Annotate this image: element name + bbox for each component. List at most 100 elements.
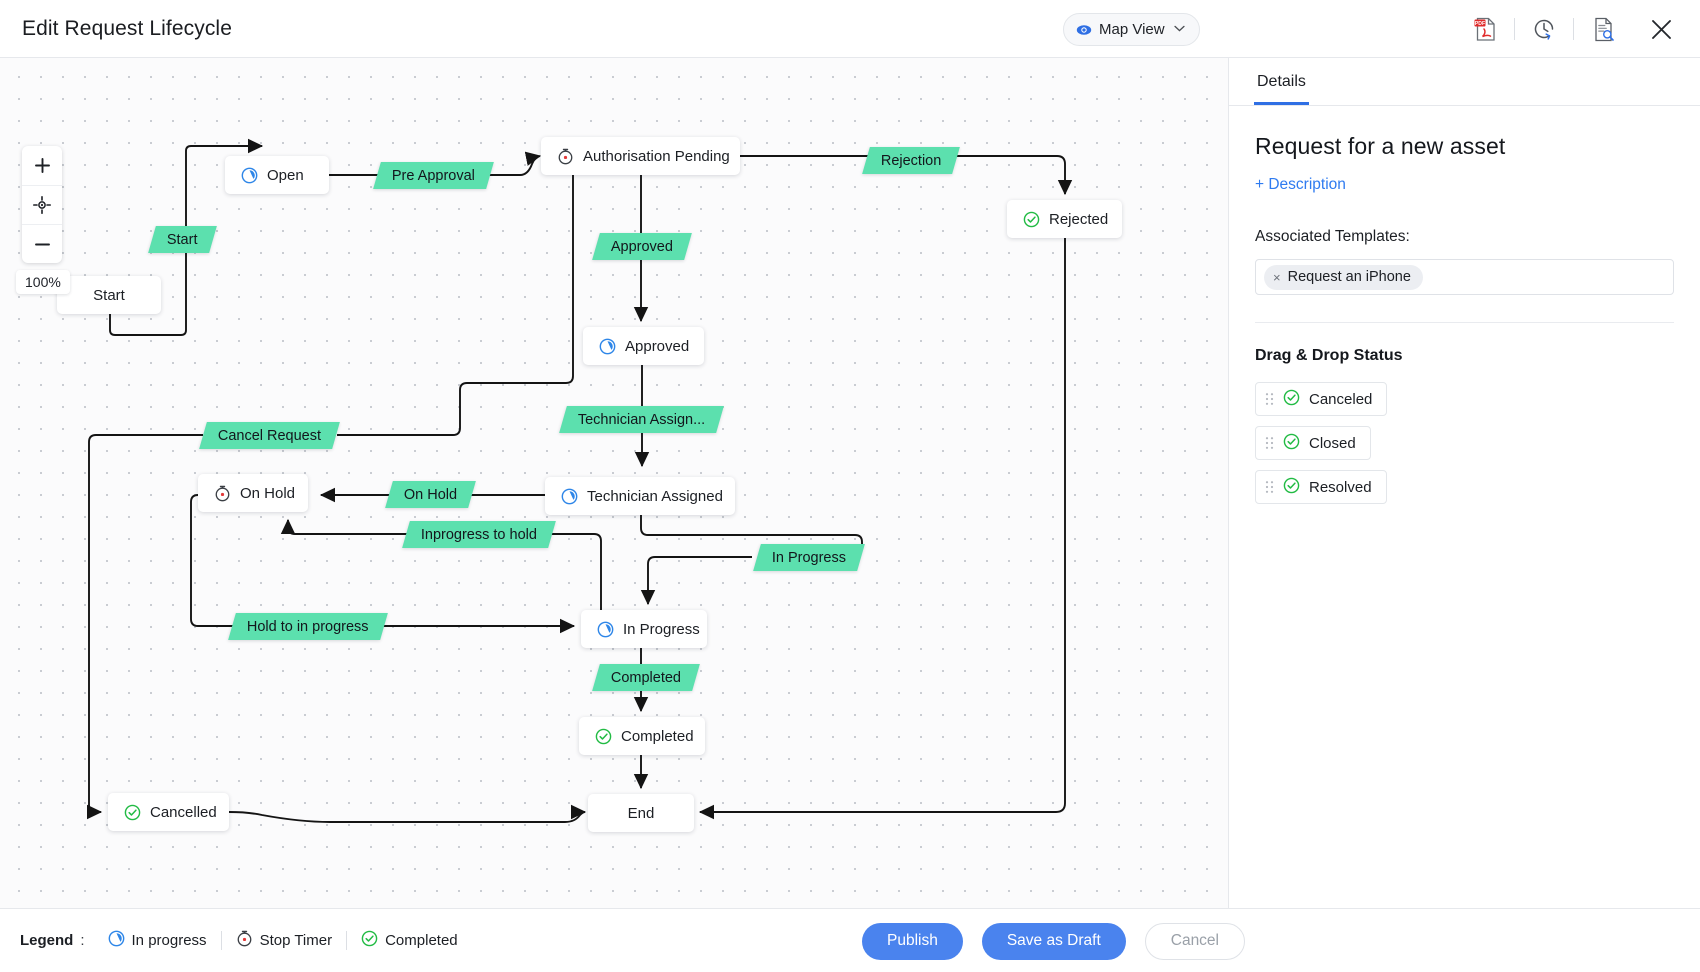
zoom-out-button[interactable] [22, 224, 62, 263]
lifecycle-canvas[interactable]: 100% [0, 58, 1229, 908]
completed-icon [1283, 477, 1300, 498]
map-view-label: Map View [1099, 21, 1165, 38]
publish-button[interactable]: Publish [862, 922, 963, 960]
transition-label: Pre Approval [392, 167, 476, 184]
completed-icon [124, 804, 141, 821]
node-label: Approved [625, 337, 690, 355]
node-label: In Progress [623, 620, 700, 638]
details-panel: Details Request for a new asset + Descri… [1229, 58, 1700, 908]
transition-on-hold[interactable]: On Hold [385, 481, 477, 508]
svg-text:PDF: PDF [1474, 21, 1484, 27]
list-item[interactable]: Resolved [1255, 470, 1387, 504]
associated-templates-label: Associated Templates: [1255, 228, 1410, 245]
legend-divider [220, 931, 222, 950]
in-progress-icon [241, 167, 258, 184]
completed-icon [1283, 433, 1300, 454]
node-start[interactable]: Start [57, 276, 161, 314]
transition-label: In Progress [772, 549, 847, 566]
history-icon[interactable] [1523, 8, 1565, 50]
transition-hold-to-in-progress[interactable]: Hold to in progress [228, 613, 388, 640]
export-pdf-icon[interactable]: PDF [1464, 8, 1506, 50]
transition-approved[interactable]: Approved [592, 233, 692, 260]
save-as-draft-button[interactable]: Save as Draft [981, 922, 1126, 960]
node-open[interactable]: Open [225, 156, 329, 194]
recenter-icon[interactable] [22, 185, 62, 224]
node-label: Technician Assigned [587, 487, 723, 505]
close-icon[interactable]: × [1273, 269, 1281, 285]
legend: Legend : In progress [20, 930, 472, 951]
list-item-label: Closed [1309, 434, 1356, 452]
in-progress-icon [561, 488, 578, 505]
node-label: End [627, 804, 655, 822]
list-item-label: Canceled [1309, 390, 1373, 408]
transition-technician-assigned[interactable]: Technician Assign... [559, 406, 725, 433]
drag-handle-icon[interactable] [1265, 436, 1274, 450]
list-item[interactable]: Canceled [1255, 382, 1388, 416]
transition-label: Technician Assign... [578, 411, 706, 428]
transition-in-progress[interactable]: In Progress [753, 544, 866, 571]
eye-icon [1076, 22, 1092, 38]
transition-cancel-request[interactable]: Cancel Request [199, 422, 341, 449]
node-authorisation-pending[interactable]: Authorisation Pending [541, 137, 740, 175]
drag-handle-icon[interactable] [1265, 480, 1274, 494]
drag-handle-icon[interactable] [1265, 392, 1274, 406]
legend-label: Stop Timer [259, 932, 333, 949]
node-label: On Hold [240, 484, 296, 502]
transition-completed[interactable]: Completed [592, 664, 700, 691]
tab-details[interactable]: Details [1254, 73, 1309, 105]
close-icon[interactable] [1640, 8, 1682, 50]
completed-icon [361, 930, 378, 951]
transition-label: Inprogress to hold [421, 526, 538, 543]
stop-timer-icon [236, 930, 253, 951]
node-label: Start [93, 286, 125, 304]
header-actions: PDF [1464, 0, 1682, 58]
panel-body: Request for a new asset + Description As… [1229, 106, 1700, 504]
flow-edges [86, 138, 1073, 823]
chevron-down-icon [1173, 24, 1185, 35]
template-chip[interactable]: × Request an iPhone [1264, 264, 1423, 290]
document-search-icon[interactable] [1582, 8, 1624, 50]
legend-item-completed: Completed [347, 930, 472, 951]
node-completed[interactable]: Completed [579, 717, 705, 755]
in-progress-icon [108, 930, 125, 951]
legend-divider-2 [346, 931, 348, 950]
node-label: Completed [621, 727, 694, 745]
transition-rejection[interactable]: Rejection [862, 147, 961, 174]
zoom-in-button[interactable] [22, 146, 62, 185]
node-end[interactable]: End [588, 794, 694, 832]
completed-icon [595, 728, 612, 745]
transition-pre-approval[interactable]: Pre Approval [373, 162, 494, 189]
list-item-label: Resolved [1309, 478, 1372, 496]
header-divider [1514, 18, 1515, 40]
zoom-controls [22, 146, 62, 263]
associated-templates-field[interactable]: × Request an iPhone [1255, 259, 1674, 295]
transition-inprogress-to-hold[interactable]: Inprogress to hold [402, 521, 556, 548]
node-cancelled[interactable]: Cancelled [108, 793, 229, 831]
transition-start[interactable]: Start [148, 226, 217, 253]
node-technician-assigned[interactable]: Technician Assigned [545, 477, 735, 515]
transition-label: Hold to in progress [247, 618, 369, 635]
add-description-link[interactable]: + Description [1255, 176, 1346, 193]
request-title: Request for a new asset [1255, 133, 1506, 159]
node-label: Authorisation Pending [583, 147, 730, 165]
drag-drop-status-list: Canceled [1255, 382, 1674, 504]
node-approved[interactable]: Approved [583, 327, 704, 365]
node-on-hold[interactable]: On Hold [198, 474, 308, 512]
transition-label: Start [167, 231, 198, 248]
stop-timer-icon [557, 148, 574, 165]
list-item[interactable]: Closed [1255, 426, 1371, 460]
template-chip-label: Request an iPhone [1287, 269, 1411, 285]
completed-icon [1023, 211, 1040, 228]
transition-label: On Hold [404, 486, 458, 503]
panel-divider [1255, 322, 1674, 323]
node-in-progress[interactable]: In Progress [581, 610, 707, 648]
node-rejected[interactable]: Rejected [1007, 200, 1122, 238]
completed-icon [1283, 389, 1300, 410]
in-progress-icon [597, 621, 614, 638]
map-view-button[interactable]: Map View [1063, 13, 1200, 46]
drag-drop-status-title: Drag & Drop Status [1255, 347, 1403, 364]
cancel-button[interactable]: Cancel [1144, 922, 1245, 960]
node-label: Rejected [1049, 210, 1109, 228]
legend-title: Legend [20, 932, 74, 949]
